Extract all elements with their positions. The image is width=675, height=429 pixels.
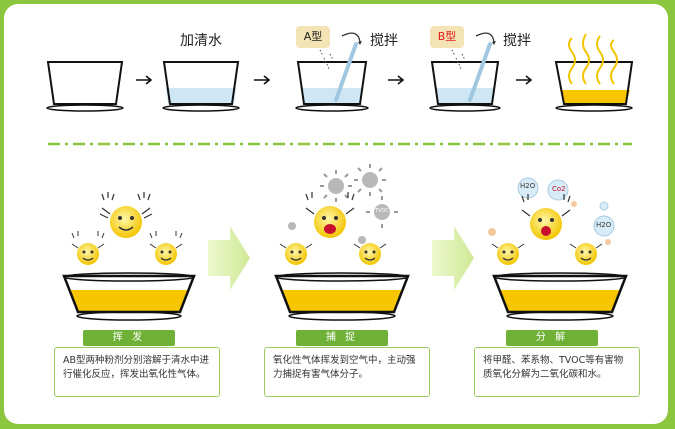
- sun-character-icon: [353, 243, 387, 265]
- sun-character-icon: [71, 231, 105, 265]
- stage3-illustration: [488, 177, 628, 321]
- co2-molecule-label: Co2: [552, 185, 566, 193]
- sun-character-icon: [305, 192, 355, 238]
- sun-character-icon: [279, 243, 313, 265]
- tvoc-molecule-label: TVOC: [375, 208, 389, 214]
- h2o-molecule-label: H2O: [520, 182, 536, 190]
- sun-character-icon: [569, 243, 603, 265]
- add-water-label: 加清水: [180, 33, 222, 49]
- big-arrow-icon: [208, 226, 250, 290]
- virus-icon: [320, 170, 352, 202]
- arrow-icon: [388, 75, 405, 85]
- sun-character-icon: [521, 194, 571, 240]
- stage1-description: AB型两种粉剂分别溶解于清水中进行催化反应，挥发出氧化性气体。: [63, 355, 210, 380]
- sun-character-icon: [99, 192, 153, 238]
- h2o-molecule-label: H2O: [596, 221, 612, 229]
- sun-character-icon: [149, 231, 183, 265]
- stage2-description: 氧化性气体挥发到空气中，主动强力捕捉有害气体分子。: [273, 355, 416, 380]
- stage3-description: 将甲醛、苯系物、TVOC等有害物质氧化分解为二氧化碳和水。: [483, 355, 624, 380]
- stage3-description-box: 将甲醛、苯系物、TVOC等有害物质氧化分解为二氧化碳和水。: [474, 347, 640, 397]
- stage2-header: 捕 捉: [296, 330, 388, 346]
- top-bowl-stir-b: [429, 32, 501, 112]
- stage1-header: 挥 发: [83, 330, 175, 346]
- stage3-header: 分 解: [506, 330, 598, 346]
- stir-a-label: 搅拌: [370, 33, 398, 49]
- sun-character-icon: [491, 243, 525, 265]
- top-bowl-empty: [46, 61, 124, 112]
- top-bowl-water: [162, 61, 240, 112]
- stage1-illustration: [62, 192, 196, 321]
- stir-b-label: 搅拌: [503, 33, 531, 49]
- stage2-illustration: [274, 164, 410, 321]
- arrow-icon: [254, 75, 271, 85]
- virus-icon: [354, 164, 386, 196]
- top-bowl-yellow: [554, 33, 634, 112]
- tag-b-label: B型: [430, 26, 464, 48]
- virus-icon: [366, 196, 398, 228]
- big-arrow-icon: [432, 226, 474, 290]
- stage2-description-box: 氧化性气体挥发到空气中，主动强力捕捉有害气体分子。: [264, 347, 430, 397]
- tag-a-label: A型: [296, 26, 330, 48]
- top-bowl-stir-a: [295, 32, 369, 112]
- arrow-icon: [516, 75, 533, 85]
- arrow-icon: [136, 75, 153, 85]
- stage1-description-box: AB型两种粉剂分别溶解于清水中进行催化反应，挥发出氧化性气体。: [54, 347, 220, 397]
